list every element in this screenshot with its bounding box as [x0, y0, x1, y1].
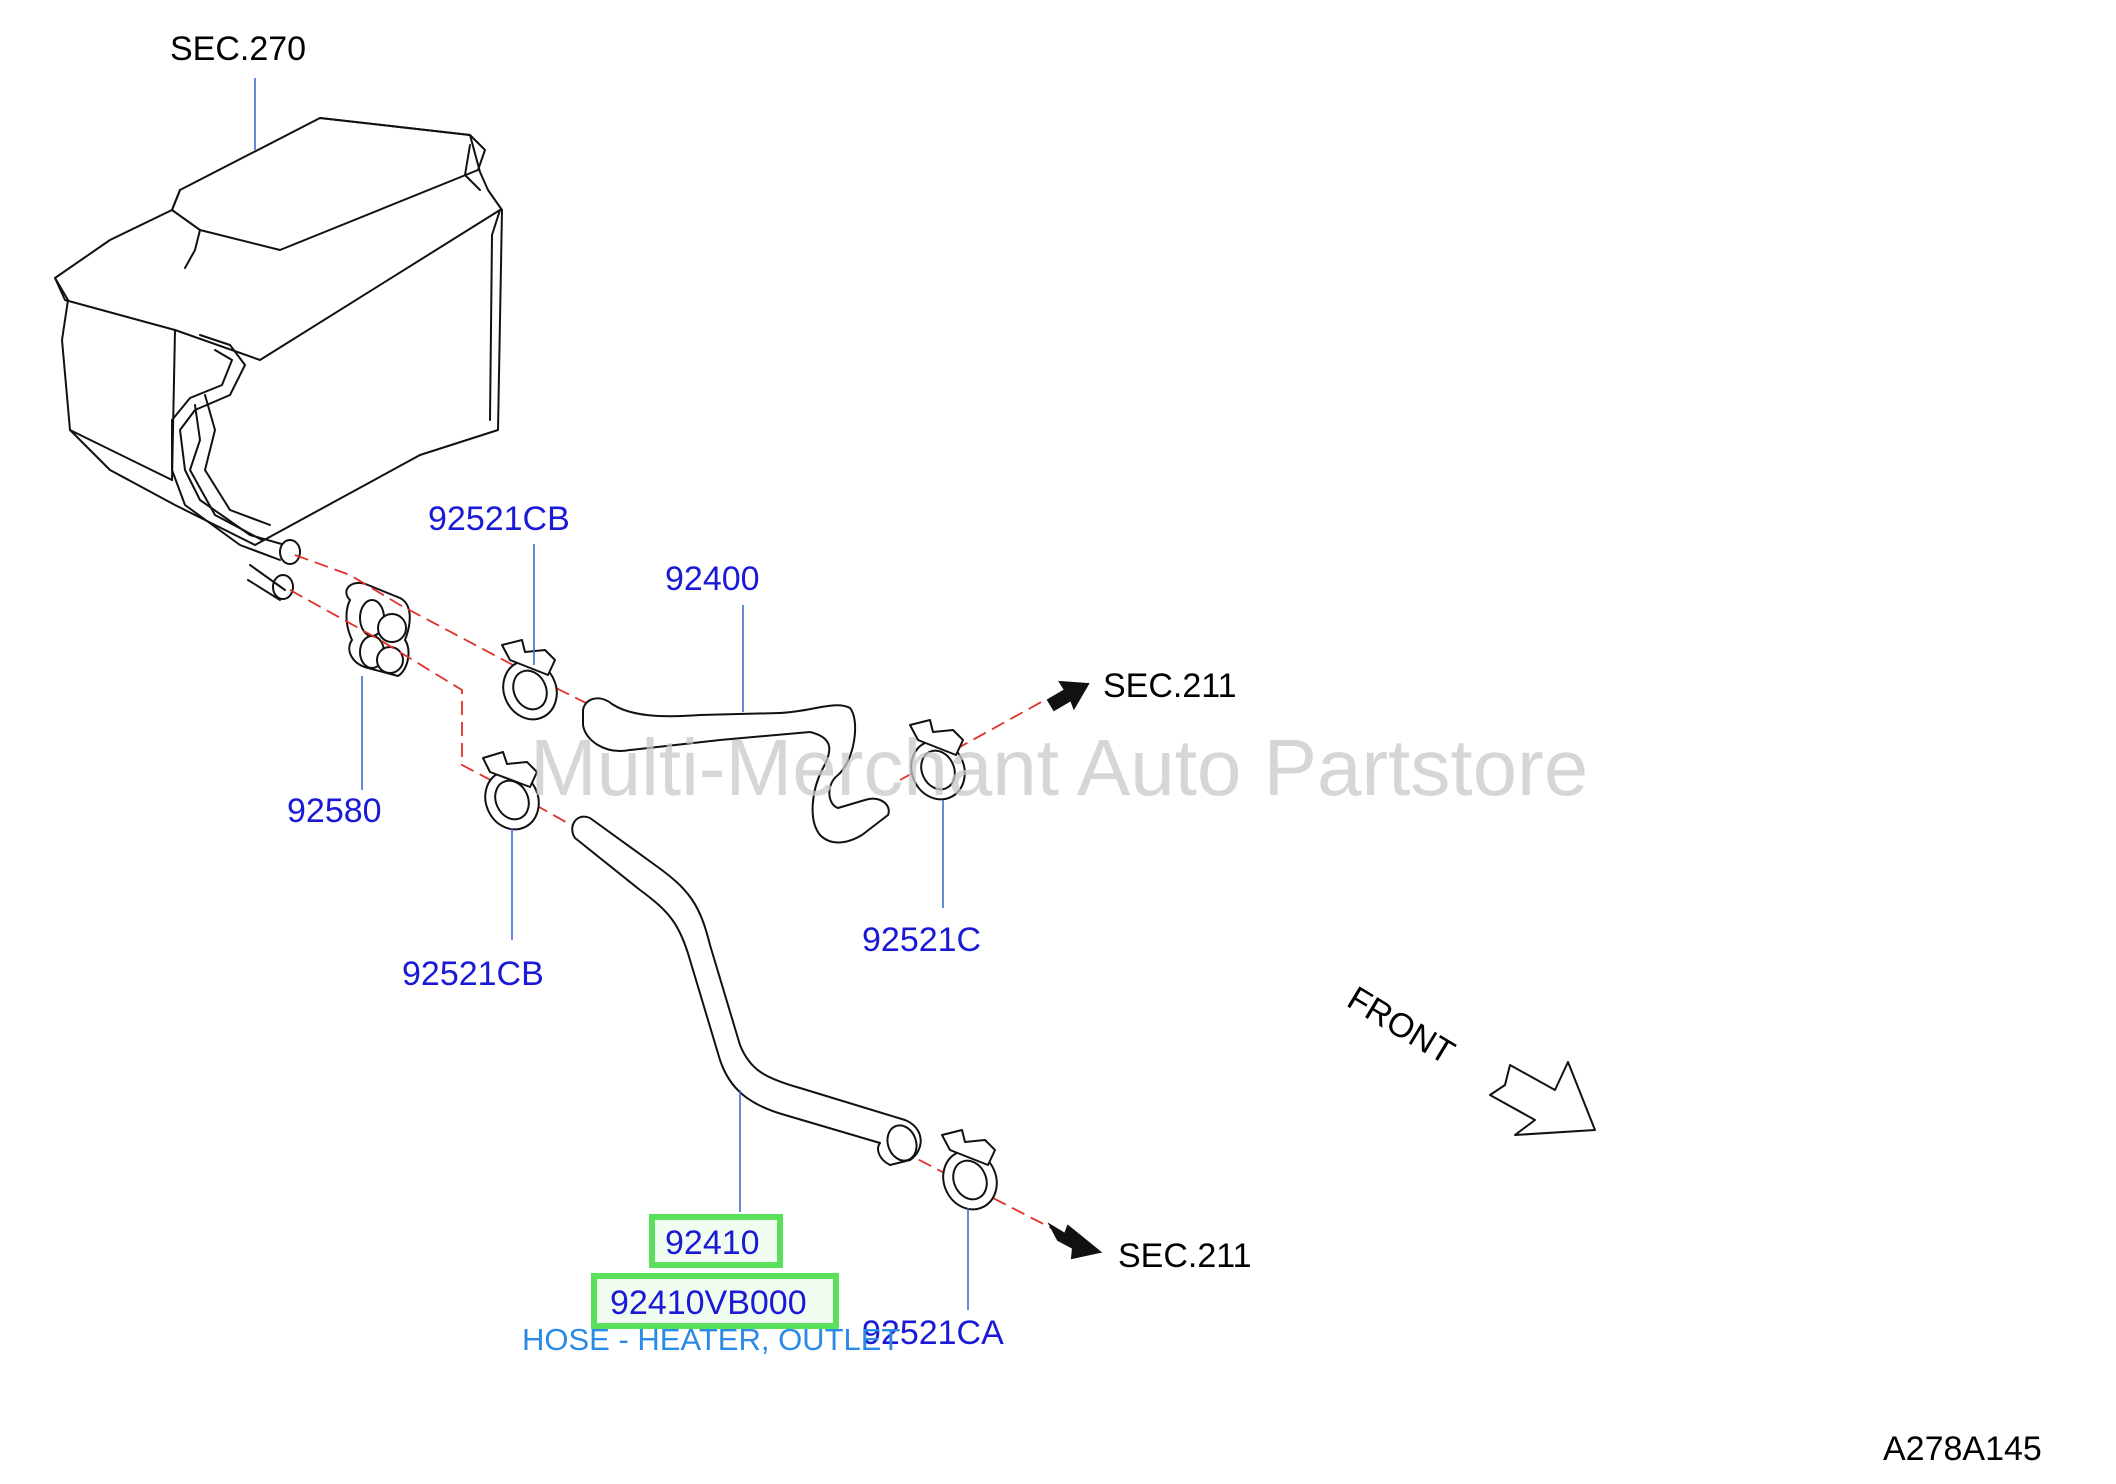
callout-92521cb-bottom[interactable]: 92521CB: [402, 955, 544, 993]
callout-92521c[interactable]: 92521C: [862, 921, 981, 959]
watermark: Multi-Merchant Auto Partstore: [530, 723, 1588, 812]
diagram-code: A278A145: [1883, 1430, 2042, 1468]
clamp-92521cb-top-drawing: [501, 639, 558, 721]
callout-92400[interactable]: 92400: [665, 560, 760, 598]
callout-92521ca[interactable]: 92521CA: [862, 1314, 1004, 1352]
arrow-to-sec211-bottom: [1047, 1222, 1103, 1260]
front-arrow-icon: [1489, 1061, 1596, 1136]
selected-part-highlight: [591, 1214, 839, 1329]
heater-unit-drawing: [54, 117, 503, 601]
leader-lines: [254, 78, 969, 1310]
section-label-sec211-top: SEC.211: [1103, 667, 1237, 705]
grommet-92580-drawing: [345, 581, 411, 677]
clamp-92521c-drawing: [909, 719, 966, 801]
clamp-92521cb-bottom-drawing: [482, 751, 540, 831]
clamp-92521ca-drawing: [941, 1129, 998, 1211]
hose-92400-drawing: [582, 697, 890, 844]
callout-92410vb000[interactable]: 92410VB000: [610, 1284, 807, 1322]
arrow-to-sec211-top: [1046, 680, 1090, 712]
callout-92521cb-top[interactable]: 92521CB: [428, 500, 570, 538]
hose-92410-drawing: [571, 815, 922, 1166]
section-label-sec211-bottom: SEC.211: [1118, 1237, 1252, 1275]
callout-92580[interactable]: 92580: [287, 792, 382, 830]
part-description: HOSE - HEATER, OUTLET: [522, 1322, 900, 1357]
front-label: FRONT: [1341, 979, 1461, 1072]
section-label-sec270: SEC.270: [170, 30, 306, 68]
callout-92410[interactable]: 92410: [665, 1224, 760, 1262]
